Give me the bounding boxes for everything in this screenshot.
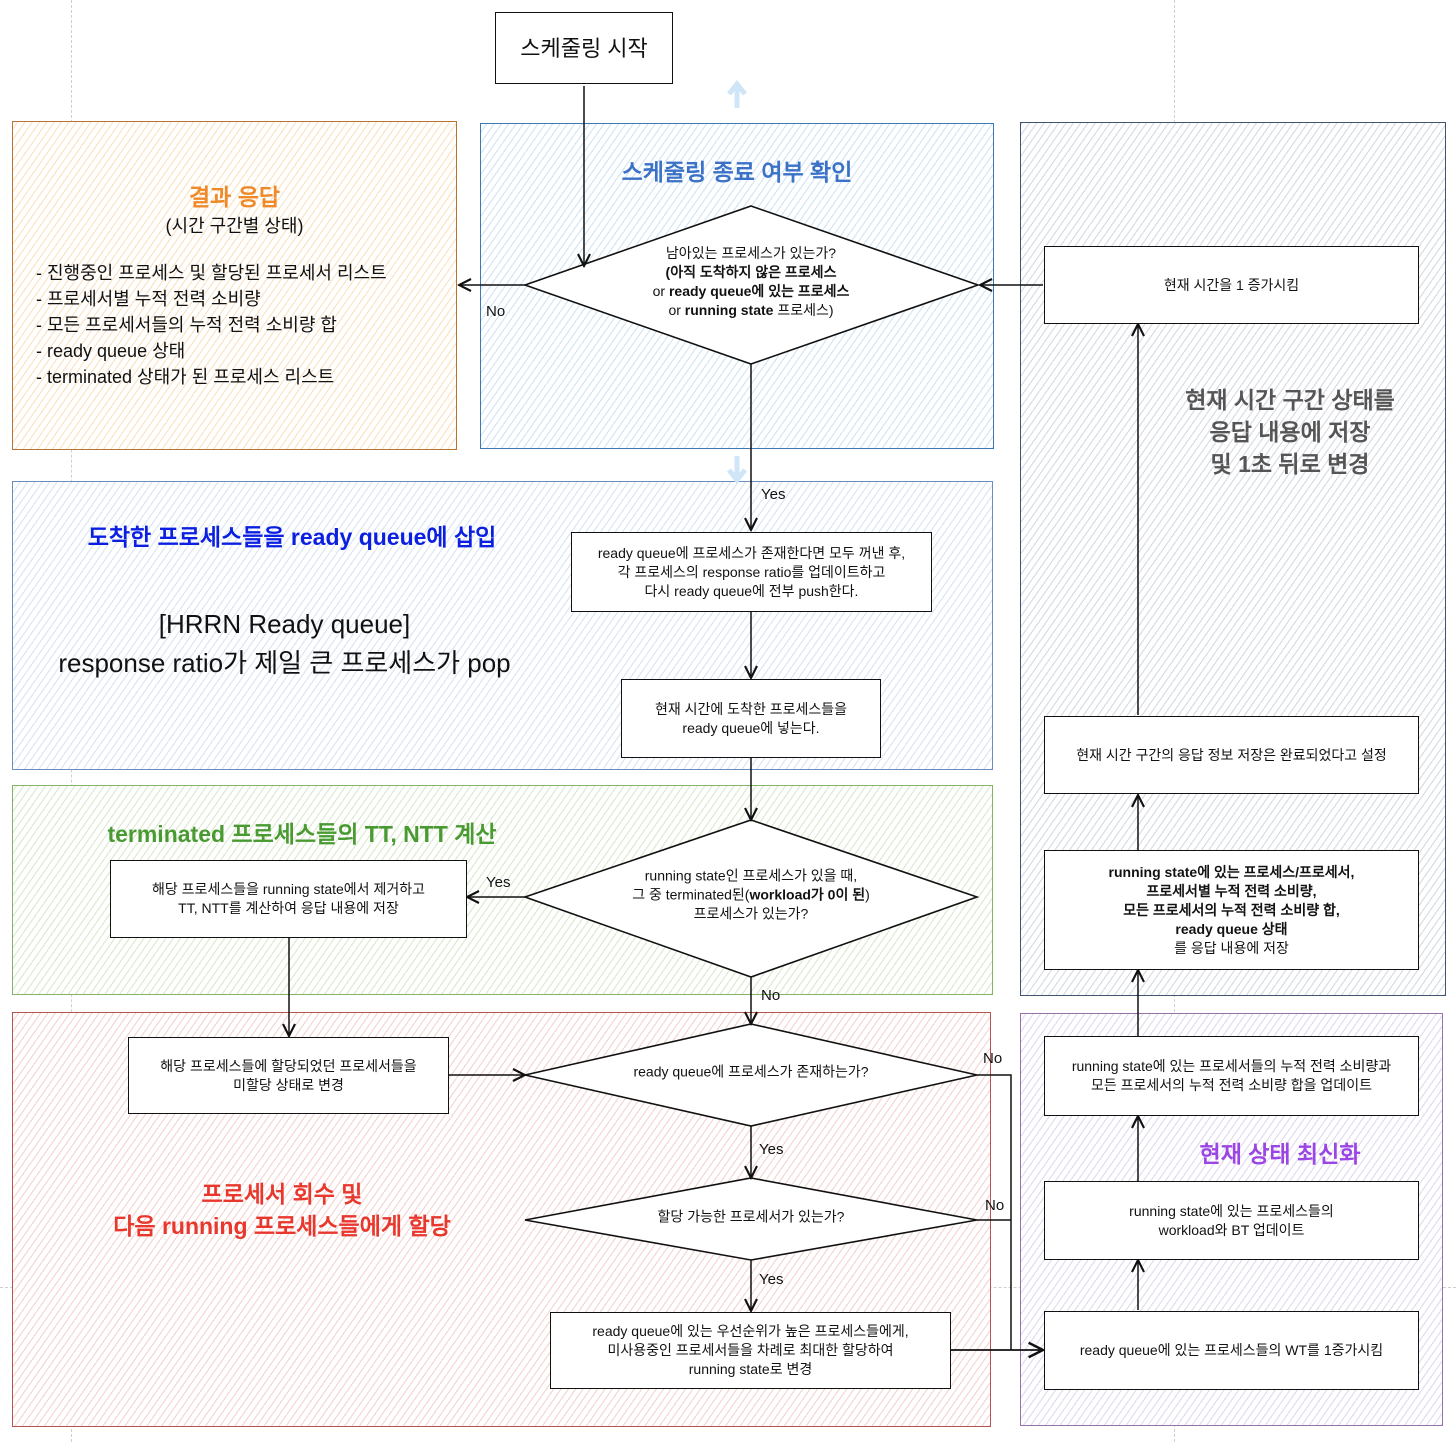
result-subtitle: (시간 구간별 상태) <box>165 216 304 236</box>
save-state-title-line1: 현재 시간 구간 상태를 <box>1185 387 1395 413</box>
remove-terminated-box: 해당 프로세스들을 running state에서 제거하고 TT, NTT를 … <box>110 860 467 938</box>
faint-down-arrow-icon <box>727 456 747 485</box>
decision-remaining-text: 남아있는 프로세스가 있는가? (아직 도착하지 않은 프로세스 or read… <box>653 244 850 320</box>
decision-text-part: or <box>652 283 669 299</box>
decision-line: running state인 프로세스가 있을 때, <box>644 867 858 884</box>
result-group <box>12 121 457 450</box>
decision-text-part: ) <box>865 886 870 903</box>
decision-line: (아직 도착하지 않은 프로세스 <box>665 264 837 280</box>
result-item: - 진행중인 프로세스 및 할당된 프로세서 리스트 <box>36 263 387 283</box>
insert-title: 도착한 프로세스들을 ready queue에 삽입 <box>87 524 497 550</box>
allocate-title-line2: 다음 running 프로세스들에게 할당 <box>113 1213 451 1239</box>
result-items: - 진행중인 프로세스 및 할당된 프로세서 리스트 - 프로세서별 누적 전력… <box>36 260 387 390</box>
save-state-title-line3: 및 1초 뒤로 변경 <box>1210 451 1370 477</box>
hrrn-note-line2: response ratio가 제일 큰 프로세스가 pop <box>58 648 511 678</box>
decision-processor-text: 할당 가능한 프로세서가 있는가? <box>657 1208 845 1225</box>
decision-text-bold: running state <box>684 302 774 318</box>
hrrn-note-line1: [HRRN Ready queue] <box>158 609 411 639</box>
save-response-box: running state에 있는 프로세스/프로세서, 프로세서별 누적 전력… <box>1044 850 1419 970</box>
start-node: 스케줄링 시작 <box>495 12 673 84</box>
update-power-box: running state에 있는 프로세서들의 누적 전력 소비량과 모든 프… <box>1044 1036 1419 1116</box>
faint-up-arrow-icon <box>727 79 747 108</box>
result-title: 결과 응답 <box>188 184 281 210</box>
mark-saved-box: 현재 시간 구간의 응답 정보 저장은 완료되었다고 설정 <box>1044 716 1419 794</box>
decision-text-part: 그 중 terminated된( <box>632 886 750 903</box>
edge-label-no: No <box>985 1197 1005 1214</box>
decision-line: 남아있는 프로세스가 있는가? <box>665 245 837 261</box>
decision-text-part: 프로세스) <box>773 302 834 318</box>
result-item: - terminated 상태가 된 프로세스 리스트 <box>36 367 335 387</box>
result-item: - ready queue 상태 <box>36 341 186 361</box>
increment-time-box: 현재 시간을 1 증가시킴 <box>1044 246 1419 324</box>
edge-label-no: No <box>983 1050 1003 1067</box>
release-processors-box: 해당 프로세스들에 할당되었던 프로세서들을 미할당 상태로 변경 <box>128 1037 449 1114</box>
insert-arrived-box: 현재 시간에 도착한 프로세스들을 ready queue에 넣는다. <box>621 679 881 758</box>
edge-label-no: No <box>486 303 506 320</box>
update-ratio-box: ready queue에 프로세스가 존재한다면 모두 꺼낸 후, 각 프로세스… <box>571 532 932 612</box>
refresh-title: 현재 상태 최신화 <box>1199 1141 1361 1167</box>
decision-text-bold: workload가 0이 된 <box>749 886 866 903</box>
decision-ready-exists-text: ready queue에 프로세스가 존재하는가? <box>633 1063 869 1080</box>
assign-processors-box: ready queue에 있는 우선순위가 높은 프로세스들에게, 미사용중인 … <box>550 1312 951 1389</box>
allocate-title-line1: 프로세서 회수 및 <box>201 1181 363 1207</box>
decision-terminated-text: running state인 프로세스가 있을 때, 그 중 terminate… <box>632 867 870 924</box>
decision-line: 프로세스가 있는가? <box>693 905 809 922</box>
update-workload-box: running state에 있는 프로세스들의 workload와 BT 업데… <box>1044 1181 1419 1260</box>
terminated-title: terminated 프로세스들의 TT, NTT 계산 <box>107 821 497 847</box>
decision-line: 그 중 terminated된(workload가 0이 된) <box>632 886 870 905</box>
save-response-bold: running state에 있는 프로세스/프로세서, 프로세서별 누적 전력… <box>1108 863 1355 937</box>
end-check-title: 스케줄링 종료 여부 확인 <box>621 159 853 185</box>
save-state-title-line2: 응답 내용에 저장 <box>1209 419 1371 445</box>
edge-label-yes: Yes <box>759 1141 784 1158</box>
save-response-tail: 를 응답 내용에 저장 <box>1174 939 1289 956</box>
edge-label-no: No <box>761 987 781 1004</box>
decision-line: or ready queue에 있는 프로세스 <box>653 282 850 301</box>
edge-label-yes: Yes <box>761 486 786 503</box>
decision-text-bold: ready queue에 있는 프로세스 <box>668 283 850 299</box>
decision-text-part: or <box>668 302 685 318</box>
result-item: - 모든 프로세서들의 누적 전력 소비량 합 <box>36 315 337 335</box>
result-item: - 프로세서별 누적 전력 소비량 <box>36 289 261 309</box>
increment-wt-box: ready queue에 있는 프로세스들의 WT를 1증가시킴 <box>1044 1311 1419 1390</box>
edge-label-yes: Yes <box>486 874 511 891</box>
edge-label-yes: Yes <box>759 1271 784 1288</box>
decision-line: or running state 프로세스) <box>653 301 850 320</box>
